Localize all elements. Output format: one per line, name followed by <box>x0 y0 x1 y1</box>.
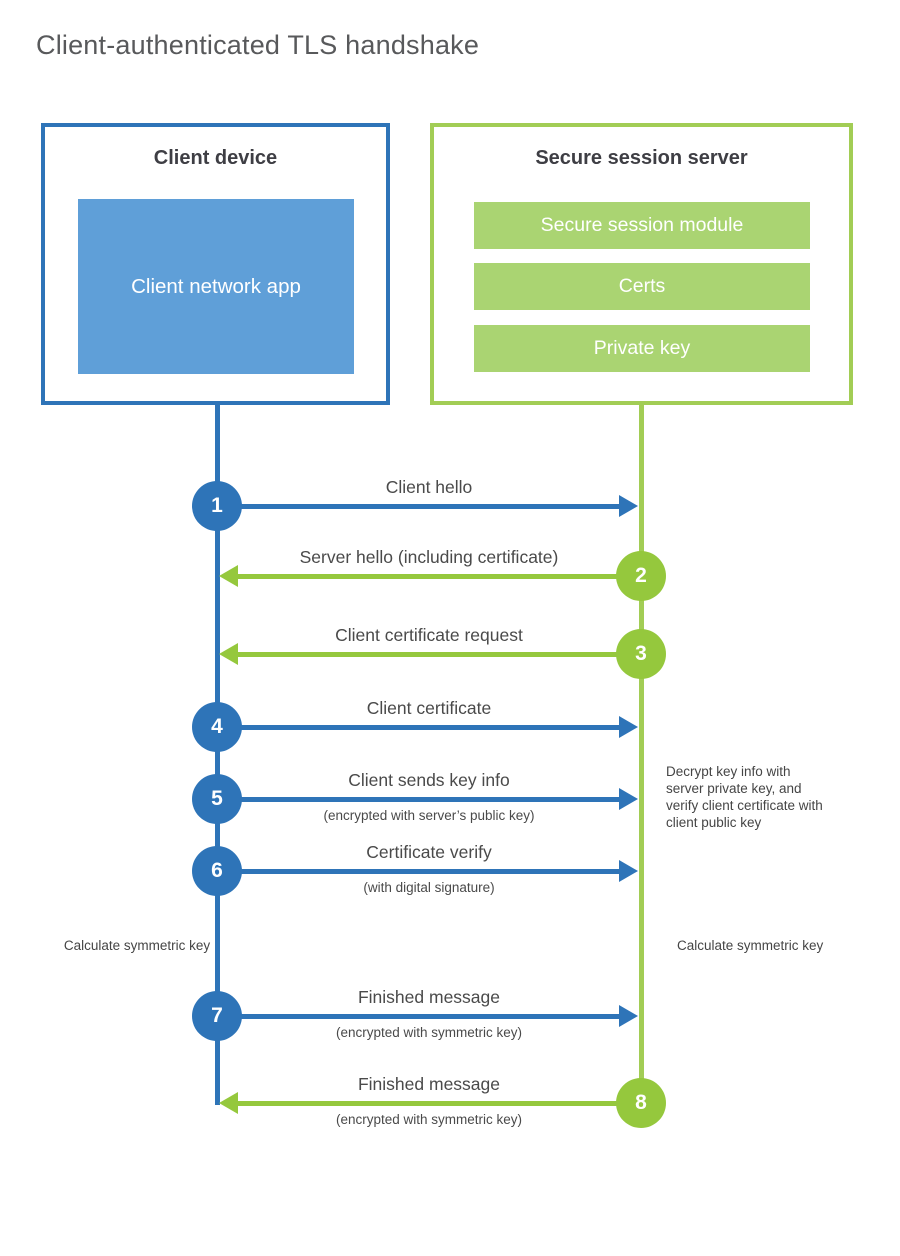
step-circle-4: 4 <box>192 702 242 752</box>
arrow-right-icon <box>619 716 638 738</box>
message-sublabel: (encrypted with symmetric key) <box>335 1112 523 1127</box>
arrow-right-icon <box>619 860 638 882</box>
note-decrypt-key-info: Decrypt key info with server private key… <box>666 764 823 830</box>
message-label: Client sends key info <box>348 770 510 790</box>
arrow-left-icon <box>219 1092 238 1114</box>
client-lifeline <box>215 404 220 1105</box>
message-arrow-line <box>219 868 619 874</box>
arrow-left-icon <box>219 643 238 665</box>
step-circle-3: 3 <box>616 629 666 679</box>
message-sublabel: (with digital signature) <box>363 880 495 895</box>
server-module-secure-session-module: Secure session module <box>474 202 810 249</box>
message-arrow-line <box>238 573 639 579</box>
step-circle-5: 5 <box>192 774 242 824</box>
secure-session-server-title: Secure session server <box>535 147 748 169</box>
message-label: Certificate verify <box>366 842 492 862</box>
step-circle-6: 6 <box>192 846 242 896</box>
message-label: Client hello <box>385 477 473 497</box>
server-lifeline <box>639 404 644 1105</box>
arrow-left-icon <box>219 565 238 587</box>
arrow-right-icon <box>619 495 638 517</box>
arrow-right-icon <box>619 788 638 810</box>
client-network-app-box: Client network app <box>78 199 354 374</box>
message-label: Client certificate request <box>335 625 523 645</box>
message-sublabel: (encrypted with server’s public key) <box>323 808 535 823</box>
message-arrow-line <box>219 1013 619 1019</box>
arrow-right-icon <box>619 1005 638 1027</box>
message-arrow-line <box>219 503 619 509</box>
step-circle-2: 2 <box>616 551 666 601</box>
message-sublabel: (encrypted with symmetric key) <box>335 1025 523 1040</box>
message-label: Server hello (including certificate) <box>299 547 559 567</box>
message-label: Client certificate <box>366 698 492 718</box>
message-arrow-line <box>238 651 639 657</box>
step-circle-8: 8 <box>616 1078 666 1128</box>
message-arrow-line <box>238 1100 639 1106</box>
message-label: Finished message <box>357 987 501 1007</box>
message-arrow-line <box>219 796 619 802</box>
note-calculate-symmetric-key-client: Calculate symmetric key <box>63 938 211 953</box>
client-device-title: Client device <box>153 147 278 169</box>
note-calculate-symmetric-key-server: Calculate symmetric key <box>677 938 824 953</box>
server-module-private-key: Private key <box>474 325 810 372</box>
client-network-app-label: Client network app <box>131 274 301 298</box>
step-circle-1: 1 <box>192 481 242 531</box>
step-circle-7: 7 <box>192 991 242 1041</box>
message-label: Finished message <box>357 1074 501 1094</box>
page-title: Client-authenticated TLS handshake <box>36 30 480 60</box>
server-module-certs: Certs <box>474 263 810 310</box>
message-arrow-line <box>219 724 619 730</box>
